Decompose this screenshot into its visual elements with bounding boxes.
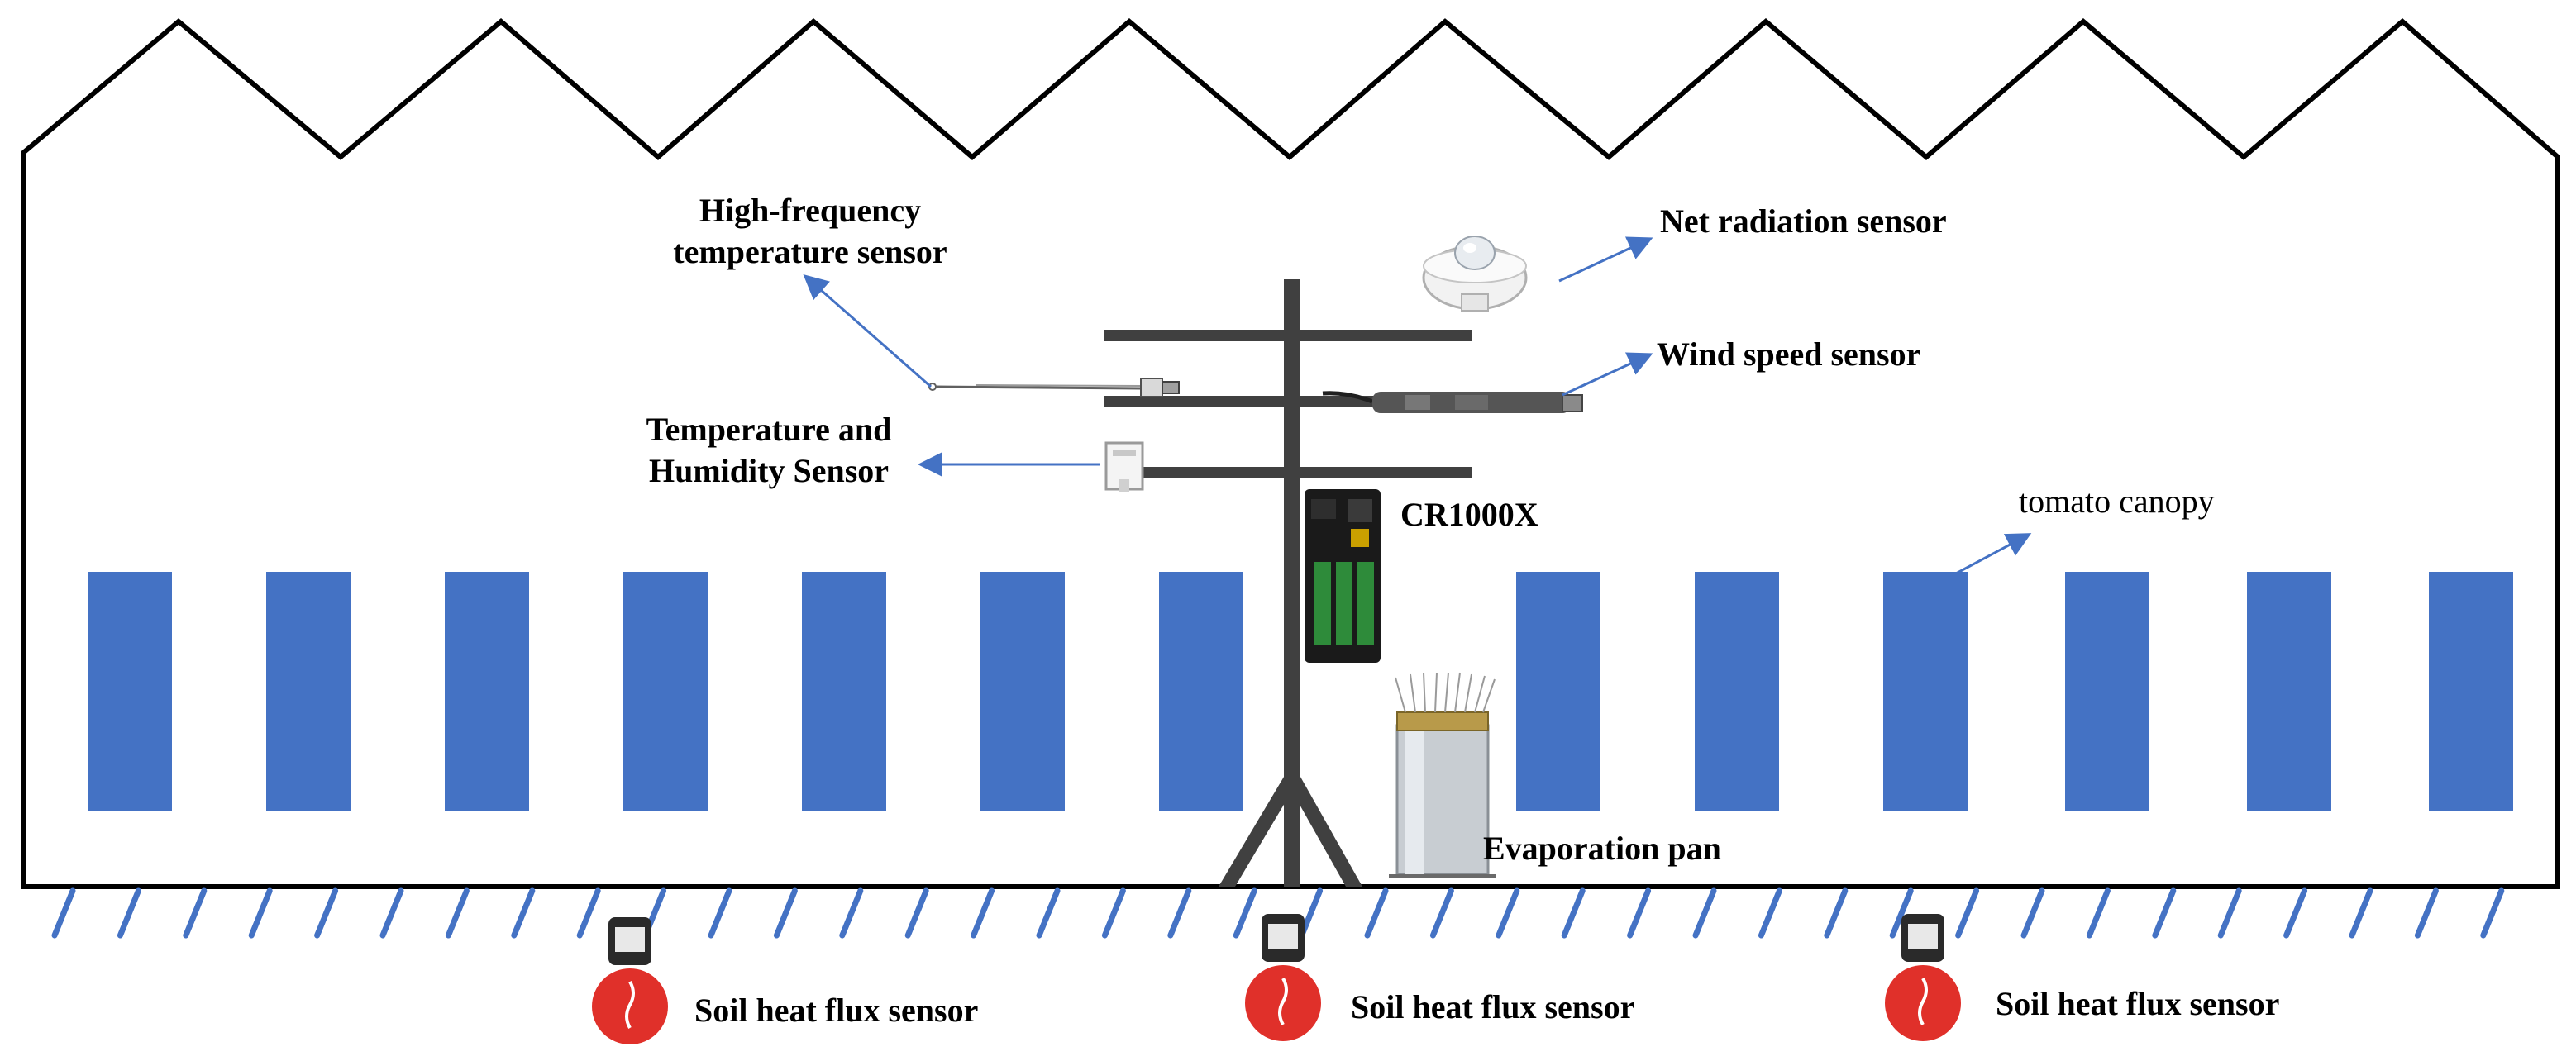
soil-hatch-mark bbox=[2217, 887, 2242, 939]
canopy-row bbox=[623, 572, 708, 811]
soil-hatch-mark bbox=[2086, 887, 2111, 939]
tomato-canopy-label: tomato canopy bbox=[2019, 483, 2215, 520]
tomato-canopy-rows bbox=[88, 572, 2513, 811]
soil-hatch-mark bbox=[248, 887, 273, 939]
soil-hatch-mark bbox=[1561, 887, 1586, 939]
soil-hatch-mark bbox=[314, 887, 339, 939]
greenhouse-roof-icon bbox=[21, 18, 2559, 160]
soil-flux-label-3: Soil heat flux sensor bbox=[1996, 985, 2280, 1022]
soil-flux-label-2: Soil heat flux sensor bbox=[1351, 988, 1635, 1025]
soil-hatch-mark bbox=[379, 887, 404, 939]
tripod-mast-icon bbox=[1104, 279, 1472, 887]
hf-temperature-label: High-frequency temperature sensor bbox=[637, 190, 984, 273]
arrow-wind-speed bbox=[1562, 352, 1653, 397]
humidity-sensor-icon bbox=[1104, 441, 1144, 492]
canopy-row bbox=[266, 572, 351, 811]
canopy-row bbox=[2065, 572, 2149, 811]
soil-hatch-mark bbox=[773, 887, 798, 939]
anemometer-icon bbox=[1322, 391, 1583, 413]
soil-hatch-mark bbox=[445, 887, 470, 939]
soil-hatch-mark bbox=[1101, 887, 1126, 939]
soil-hatch-mark bbox=[2283, 887, 2308, 939]
soil-hatch-mark bbox=[708, 887, 732, 939]
temp-humidity-label-line2: Humidity Sensor bbox=[648, 452, 890, 489]
canopy-row bbox=[980, 572, 1065, 811]
soil-hatch-mark bbox=[1627, 887, 1652, 939]
soil-hatch-mark bbox=[839, 887, 864, 939]
canopy-row bbox=[1516, 572, 1600, 811]
soil-hatch-mark bbox=[1758, 887, 1782, 939]
canopy-row bbox=[1883, 572, 1968, 811]
soil-hatch-mark bbox=[2020, 887, 2045, 939]
wind-speed-label: Wind speed sensor bbox=[1657, 335, 1921, 373]
soil-hatch-mark bbox=[904, 887, 929, 939]
soil-hatch-mark bbox=[117, 887, 141, 939]
thermocouple-icon bbox=[928, 378, 1180, 397]
soil-hatch-mark bbox=[183, 887, 208, 939]
soil-hatch-mark bbox=[1167, 887, 1192, 939]
net-radiation-label: Net radiation sensor bbox=[1660, 202, 1947, 240]
soil-hatch-mark bbox=[511, 887, 536, 939]
soil-hatch-mark bbox=[1824, 887, 1849, 939]
leader-arrows bbox=[803, 236, 2032, 575]
canopy-row bbox=[802, 572, 886, 811]
soil-hatch-mark bbox=[1692, 887, 1717, 939]
canopy-row bbox=[2429, 572, 2513, 811]
soil-hatch-mark bbox=[1889, 887, 1914, 939]
evaporation-pan-icon bbox=[1389, 672, 1496, 878]
soil-hatch-mark bbox=[1496, 887, 1520, 939]
soil-hatch-mark bbox=[51, 887, 76, 939]
soil-hatch-mark bbox=[1299, 887, 1324, 939]
canopy-row bbox=[1695, 572, 1779, 811]
soil-heat-flux-plate-icon bbox=[1245, 914, 1321, 1041]
canopy-row bbox=[88, 572, 172, 811]
net-radiometer-icon bbox=[1422, 236, 1528, 312]
hf-temperature-label-line1: High-frequency bbox=[699, 192, 922, 229]
soil-hatch-mark bbox=[1429, 887, 1454, 939]
soil-hatch-mark bbox=[2480, 887, 2505, 939]
soil-heat-flux-plate-icon bbox=[1885, 914, 1961, 1041]
canopy-row bbox=[1159, 572, 1243, 811]
canopy-row bbox=[2247, 572, 2331, 811]
soil-hatch-mark bbox=[2414, 887, 2439, 939]
soil-heat-flux-plate-icon bbox=[592, 917, 668, 1044]
arrow-hf-temperature bbox=[803, 274, 932, 388]
soil-hatch-mark bbox=[971, 887, 995, 939]
soil-flux-label-1: Soil heat flux sensor bbox=[694, 992, 979, 1029]
soil-hatch-mark bbox=[1233, 887, 1257, 939]
arrow-net-radiation bbox=[1558, 236, 1653, 283]
soil-hatch-mark bbox=[1955, 887, 1980, 939]
hf-temperature-label-line2: temperature sensor bbox=[673, 233, 947, 270]
evaporation-pan-label: Evaporation pan bbox=[1483, 830, 1721, 867]
soil-hatch-mark bbox=[1036, 887, 1061, 939]
datalogger-icon bbox=[1305, 489, 1381, 663]
arrow-canopy bbox=[1955, 533, 2032, 575]
soil-hatch-mark bbox=[1364, 887, 1389, 939]
temp-humidity-label-line1: Temperature and bbox=[646, 411, 892, 448]
soil-hatch-mark bbox=[576, 887, 601, 939]
soil-hatch-mark bbox=[2349, 887, 2373, 939]
canopy-row bbox=[445, 572, 529, 811]
temp-humidity-label: Temperature and Humidity Sensor bbox=[603, 409, 934, 492]
datalogger-label: CR1000X bbox=[1400, 496, 1538, 533]
soil-hatch-mark bbox=[2152, 887, 2177, 939]
